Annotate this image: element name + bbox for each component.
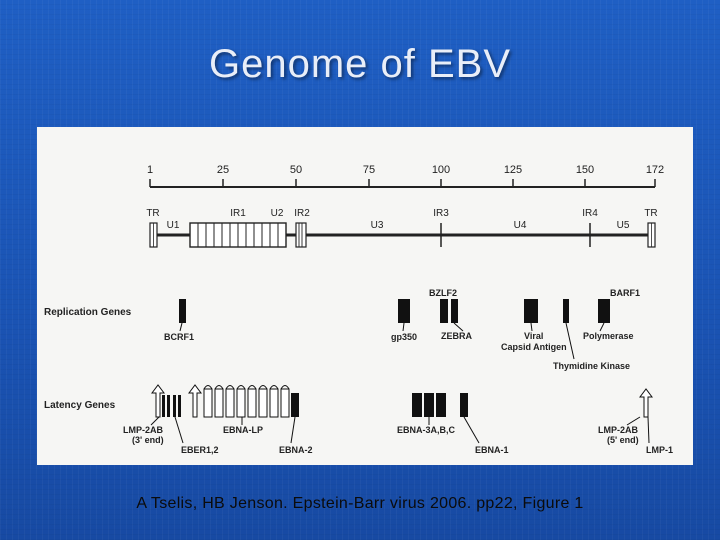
gene-ebna-lp-label: EBNA-LP	[223, 425, 263, 435]
genome-diagram: 1 25 50 75 100 125 150 172	[44, 164, 673, 455]
gene-ebna-2-label: EBNA-2	[279, 445, 313, 455]
ir2-block	[295, 222, 307, 248]
gene-eber-label: EBER1,2	[181, 445, 219, 455]
scale-label-75: 75	[363, 164, 375, 176]
gene-ebna-lp-exon	[225, 388, 235, 418]
region-ir3: IR3	[433, 208, 449, 219]
gene-zebra-label: ZEBRA	[441, 331, 472, 341]
gene-ebna-lp-exon	[280, 388, 290, 418]
gene-gp350-label: gp350	[391, 332, 417, 342]
scale-label-172: 172	[646, 164, 664, 176]
gene-lmp2ab-3-end-label: (3' end)	[132, 435, 164, 445]
gene-ebna-1	[460, 393, 468, 417]
gene-ebna-lp-exon	[247, 388, 257, 418]
gene-ebna-lp-exon	[203, 388, 213, 418]
gene-lmp2ab-5-label: LMP-2AB	[598, 425, 638, 435]
genome-scale: 1 25 50 75 100 125 150 172	[147, 164, 664, 188]
gene-viral-label: Viral	[524, 331, 543, 341]
gene-ebna-2	[291, 393, 299, 417]
gene-ebna-3a	[412, 393, 422, 417]
gene-ebna-lp-exon	[214, 388, 224, 418]
region-u4: U4	[514, 220, 527, 231]
gene-lmp2ab-3-exon	[167, 395, 170, 417]
gene-polymerase-label: Polymerase	[583, 331, 634, 341]
gene-lmp2ab-5-end-label: (5' end)	[607, 435, 639, 445]
gene-ebna-3b	[424, 393, 434, 417]
gene-bzlf2	[440, 299, 448, 323]
gene-ebna-lp-exon	[236, 388, 246, 418]
region-u2: U2	[271, 208, 284, 219]
gene-ebna-lp-exon	[269, 388, 279, 418]
gene-eber	[173, 395, 176, 417]
genome-diagram-panel: 1 25 50 75 100 125 150 172	[37, 127, 693, 465]
region-u3: U3	[371, 220, 384, 231]
gene-ebna-1-label: EBNA-1	[475, 445, 509, 455]
scale-label-100: 100	[432, 164, 450, 176]
region-ir1: IR1	[230, 208, 246, 219]
gene-barf1-label: BARF1	[610, 288, 640, 298]
gene-eber	[178, 395, 181, 417]
region-tr-right: TR	[644, 208, 657, 219]
genome-map: TR U1 IR1 U2 IR2 U3 IR3 U4 IR4 U5 TR	[146, 208, 658, 248]
scale-label-50: 50	[290, 164, 302, 176]
region-tr-left: TR	[146, 208, 159, 219]
gene-lmp2ab-5-arrow	[639, 388, 653, 418]
scale-label-25: 25	[217, 164, 229, 176]
gene-gp350	[398, 299, 410, 323]
gene-tk-label: Thymidine Kinase	[553, 361, 630, 371]
gene-capsid-label: Capsid Antigen	[501, 342, 567, 352]
gene-viral-capsid-antigen	[524, 299, 538, 323]
gene-zebra	[451, 299, 458, 323]
gene-ebna-3c	[436, 393, 446, 417]
citation-caption: A Tselis, HB Jenson. Epstein-Barr virus …	[136, 495, 584, 512]
gene-barf1	[598, 299, 610, 323]
region-u1: U1	[167, 220, 180, 231]
region-ir4: IR4	[582, 208, 598, 219]
slide-title: Genome of EBV	[208, 42, 512, 86]
gene-bzlf2-label: BZLF2	[429, 288, 457, 298]
gene-thymidine-kinase	[563, 299, 569, 323]
gene-lmp-1-label: LMP-1	[646, 445, 673, 455]
gene-bcrf1	[179, 299, 186, 323]
gene-lmp2ab-3-label: LMP-2AB	[123, 425, 163, 435]
gene-ebna-lp-exon	[258, 388, 268, 418]
latency-genes-label: Latency Genes	[44, 400, 116, 411]
scale-label-1: 1	[147, 164, 153, 176]
scale-label-150: 150	[576, 164, 594, 176]
replication-genes: Replication Genes BCRF1 gp350 BZLF2 ZEBR…	[44, 288, 640, 371]
gene-bcrf1-label: BCRF1	[164, 332, 194, 342]
gene-lmp2ab-3-exon	[162, 395, 165, 417]
latency-genes: Latency Genes LMP-2AB (3' end) EBER1,2 E…	[44, 384, 673, 455]
region-u5: U5	[617, 220, 630, 231]
scale-label-125: 125	[504, 164, 522, 176]
gene-ebna-3-label: EBNA-3A,B,C	[397, 425, 456, 435]
gene-ebna-lp-arrow	[188, 384, 202, 418]
region-ir2: IR2	[294, 208, 310, 219]
replication-genes-label: Replication Genes	[44, 307, 132, 318]
gene-lmp2ab-3-arrow	[151, 384, 165, 418]
